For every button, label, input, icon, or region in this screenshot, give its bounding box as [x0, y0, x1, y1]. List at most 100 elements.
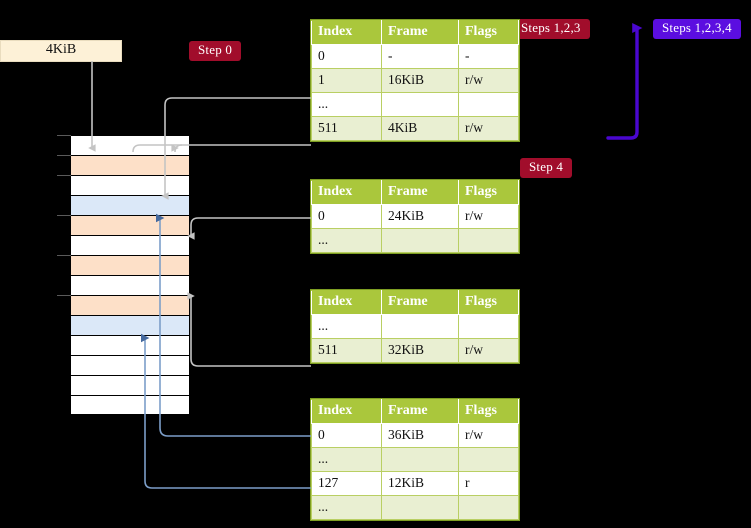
- memory-frame-row: [70, 355, 190, 375]
- connector-pdp-row0-to-memory: [187, 217, 311, 240]
- table-row: 0--: [311, 44, 519, 69]
- cell-frame: [381, 92, 459, 117]
- col-header-frame: Frame: [381, 20, 459, 45]
- memory-frame-row: [57, 215, 190, 235]
- cell-flags: r/w: [458, 338, 519, 363]
- cell-frame: 16KiB: [381, 68, 459, 93]
- memory-frame-row: [70, 195, 190, 215]
- cell-frame: 24KiB: [381, 204, 459, 229]
- memory-row-tick: [57, 295, 71, 296]
- table-row: ...: [311, 228, 519, 253]
- cell-index: 127: [311, 471, 382, 496]
- col-header-frame: Frame: [381, 290, 459, 315]
- memory-frame-row: [57, 135, 190, 155]
- col-header-flags: Flags: [458, 399, 519, 424]
- col-header-frame: Frame: [381, 180, 459, 205]
- cell-frame: [381, 314, 459, 339]
- col-header-frame: Frame: [381, 399, 459, 424]
- connector-pd-row511-to-memory: [187, 292, 311, 367]
- memory-frame-row: [57, 155, 190, 175]
- cell-frame: [381, 228, 459, 253]
- memory-row-tick: [57, 155, 71, 156]
- memory-row-tick: [57, 255, 71, 256]
- cell-index: 511: [311, 116, 382, 141]
- cell-index: 1: [311, 68, 382, 93]
- cell-index: ...: [311, 228, 382, 253]
- cell-flags: -: [458, 44, 519, 69]
- cell-flags: [458, 92, 519, 117]
- table-row: ...: [311, 314, 519, 339]
- cell-flags: r: [458, 471, 519, 496]
- badge-step-0-label: Step 0: [198, 42, 233, 57]
- cell-flags: [458, 314, 519, 339]
- col-header-flags: Flags: [458, 180, 519, 205]
- memory-row-tick: [57, 175, 71, 176]
- cell-frame: -: [381, 44, 459, 69]
- bracket-steps-1234: [606, 23, 643, 140]
- col-header-flags: Flags: [458, 290, 519, 315]
- memory-frame-row: [70, 315, 190, 335]
- cell-index: ...: [311, 447, 382, 472]
- badge-step-4: Step 4: [520, 158, 573, 178]
- badge-step-4-label: Step 4: [529, 159, 564, 174]
- col-header-flags: Flags: [458, 20, 519, 45]
- memory-frame-row: [70, 335, 190, 355]
- memory-frame-row: [70, 395, 190, 415]
- cell-flags: [458, 495, 519, 520]
- table-row: ...: [311, 495, 519, 520]
- cell-frame: [381, 495, 459, 520]
- memory-row-tick: [57, 135, 71, 136]
- table-row: ...: [311, 92, 519, 117]
- cell-frame: 12KiB: [381, 471, 459, 496]
- memory-frame-row: [70, 375, 190, 395]
- badge-steps-1234: Steps 1,2,3,4: [653, 19, 741, 39]
- cell-index: ...: [311, 314, 382, 339]
- memory-column: [57, 135, 190, 415]
- frame-4kib-label: 4KiB: [45, 42, 77, 57]
- memory-frame-row: [70, 275, 190, 295]
- memory-frame-row: [57, 295, 190, 315]
- badge-step-0: Step 0: [189, 41, 242, 61]
- cell-index: 0: [311, 423, 382, 448]
- badge-steps-1234-label: Steps 1,2,3,4: [662, 20, 732, 35]
- col-header-index: Index: [311, 180, 382, 205]
- memory-frame-row: [57, 175, 190, 195]
- memory-frame-row: [57, 255, 190, 275]
- table-row: ...: [311, 447, 519, 472]
- frame-4kib-box: 4KiB: [0, 40, 122, 62]
- cell-index: 0: [311, 204, 382, 229]
- cell-flags: r/w: [458, 204, 519, 229]
- cell-index: ...: [311, 92, 382, 117]
- col-header-index: Index: [311, 20, 382, 45]
- badge-steps-123: Steps 1,2,3: [512, 19, 590, 39]
- cell-frame: 32KiB: [381, 338, 459, 363]
- badge-steps-123-label: Steps 1,2,3: [521, 20, 581, 35]
- memory-frame-row: [70, 235, 190, 255]
- cell-index: ...: [311, 495, 382, 520]
- cell-flags: r/w: [458, 68, 519, 93]
- cell-flags: [458, 228, 519, 253]
- cell-index: 511: [311, 338, 382, 363]
- cell-frame: [381, 447, 459, 472]
- memory-row-tick: [57, 215, 71, 216]
- cell-flags: [458, 447, 519, 472]
- cell-frame: 4KiB: [381, 116, 459, 141]
- cell-flags: r/w: [458, 423, 519, 448]
- cell-flags: r/w: [458, 116, 519, 141]
- col-header-index: Index: [311, 399, 382, 424]
